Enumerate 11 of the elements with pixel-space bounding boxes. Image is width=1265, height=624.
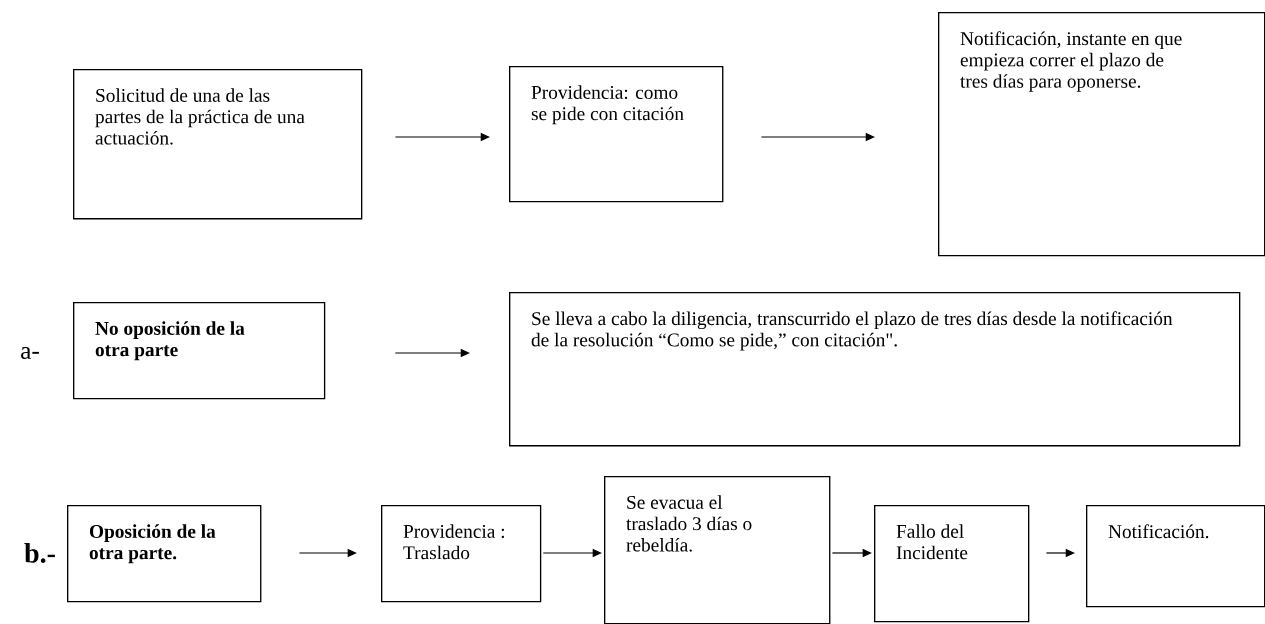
- process-box: No oposición de la otra parte: [73, 302, 326, 400]
- process-box: Fallo del Incidente: [874, 505, 1030, 623]
- process-box: Oposición de la otra parte.: [67, 505, 262, 603]
- process-box: Providencia: como se pide con citación: [509, 66, 724, 203]
- process-box: Se evacua el traslado 3 días o rebeldía.: [604, 476, 831, 624]
- process-box: Notificación, instante en que empieza correr el plazo de tres días para oponerse.: [938, 12, 1265, 257]
- row-label: a-: [21, 346, 39, 360]
- process-box: Providencia : Traslado: [381, 505, 542, 603]
- process-box: Solicitud de una de las partes de la práctica de una actuación.: [73, 69, 363, 220]
- process-box: Se lleva a cabo la diligencia, transcurrido el plazo de tres días desde la notificación de la resolución “Como se pide,” con citación".: [509, 292, 1241, 447]
- process-box: Notificación.: [1086, 505, 1265, 608]
